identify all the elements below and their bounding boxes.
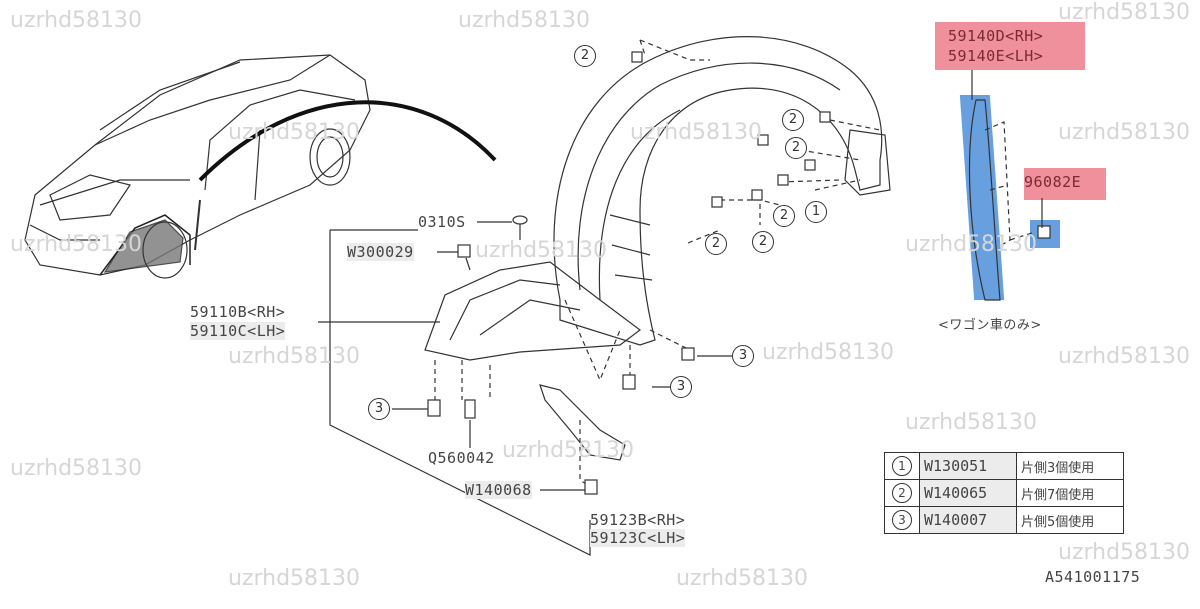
fastener-legend-table: 1 W130051 片側3個使用 2 W140065 片側7個使用 3 W140… bbox=[884, 452, 1124, 534]
callout-1: 1 bbox=[805, 201, 827, 223]
watermark: uzrhd58130 bbox=[1058, 120, 1191, 145]
highlight-96082e bbox=[1024, 168, 1106, 200]
callout-3: 3 bbox=[670, 376, 692, 398]
watermark: uzrhd58130 bbox=[1058, 344, 1191, 369]
watermark: uzrhd58130 bbox=[905, 410, 1038, 435]
part-label-59140d: 59140D<RH> bbox=[948, 27, 1044, 45]
watermark: uzrhd58130 bbox=[458, 8, 591, 33]
callout-3: 3 bbox=[732, 345, 754, 367]
watermark: uzrhd58130 bbox=[10, 8, 143, 33]
watermark: uzrhd58130 bbox=[10, 456, 143, 481]
part-label-59110b: 59110B<RH> bbox=[190, 303, 286, 321]
bolt-icons bbox=[427, 51, 1051, 495]
callout-2: 2 bbox=[785, 137, 807, 159]
watermark: uzrhd58130 bbox=[762, 340, 895, 365]
watermark: uzrhd58130 bbox=[676, 566, 809, 591]
part-label-0310s: 0310S bbox=[418, 213, 466, 231]
callout-2: 2 bbox=[773, 205, 795, 227]
part-label-w140068: W140068 bbox=[465, 481, 532, 499]
legend-usage: 片側3個使用 bbox=[1016, 452, 1124, 480]
fender-liner-drawing bbox=[553, 36, 891, 346]
under-cover-drawing bbox=[424, 222, 721, 491]
legend-usage: 片側7個使用 bbox=[1016, 479, 1124, 507]
watermark: uzrhd58130 bbox=[502, 438, 635, 463]
highlight-59140 bbox=[935, 22, 1085, 70]
watermark: uzrhd58130 bbox=[475, 238, 608, 263]
watermark: uzrhd58130 bbox=[1058, 540, 1191, 565]
wagon-only-note: <ワゴン車のみ> bbox=[938, 318, 1042, 333]
watermark: uzrhd58130 bbox=[228, 344, 361, 369]
legend-usage: 片側5個使用 bbox=[1016, 506, 1124, 534]
legend-number: 3 bbox=[892, 510, 912, 530]
watermark: uzrhd58130 bbox=[228, 120, 361, 145]
legend-number: 2 bbox=[892, 483, 912, 503]
car-illustration bbox=[24, 54, 497, 279]
table-row: 1 W130051 片側3個使用 bbox=[884, 452, 1124, 480]
watermark: uzrhd58130 bbox=[10, 232, 143, 257]
part-label-w300029: W300029 bbox=[347, 243, 414, 261]
legend-code: W140065 bbox=[919, 479, 1017, 507]
watermark: uzrhd58130 bbox=[905, 232, 1038, 257]
part-label-q560042: Q560042 bbox=[428, 449, 495, 467]
table-row: 2 W140065 片側7個使用 bbox=[884, 479, 1124, 507]
callout-2: 2 bbox=[705, 233, 727, 255]
callout-2: 2 bbox=[782, 109, 804, 131]
watermark: uzrhd58130 bbox=[630, 120, 763, 145]
legend-number: 1 bbox=[892, 456, 912, 476]
callout-2: 2 bbox=[574, 45, 596, 67]
callout-3: 3 bbox=[368, 398, 390, 420]
part-label-96082e: 96082E bbox=[1024, 173, 1082, 191]
table-row: 3 W140007 片側5個使用 bbox=[884, 506, 1124, 534]
diagram-id: A541001175 bbox=[1045, 568, 1141, 586]
part-label-59110c: 59110C<LH> bbox=[190, 322, 286, 340]
callout-2: 2 bbox=[752, 231, 774, 253]
part-label-59140e: 59140E<LH> bbox=[948, 47, 1044, 65]
legend-code: W140007 bbox=[919, 506, 1017, 534]
watermark: uzrhd58130 bbox=[1058, 0, 1191, 25]
watermark: uzrhd58130 bbox=[228, 566, 361, 591]
part-label-59123c: 59123C<LH> bbox=[590, 529, 686, 547]
legend-code: W130051 bbox=[919, 452, 1017, 480]
part-label-59123b: 59123B<RH> bbox=[590, 511, 686, 529]
